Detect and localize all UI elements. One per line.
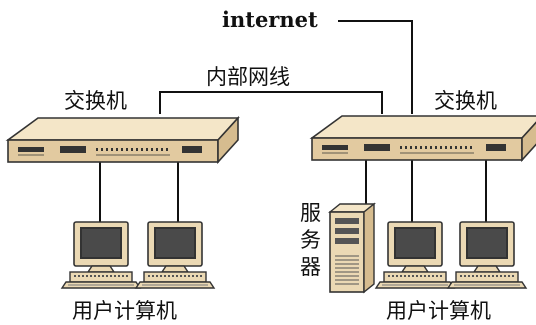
computer-left-2-icon [135,221,215,289]
switch-right-label: 交换机 [434,89,497,113]
internet-line [338,20,413,114]
computer-right-1-icon [375,221,455,289]
server-tower-icon [329,203,375,293]
users-left-label: 用户计算机 [72,299,177,323]
internal-network-line [159,91,383,114]
internet-label: internet [222,7,318,32]
server-label-line: 器 [300,255,321,279]
users-right-label: 用户计算机 [386,299,491,323]
switch-left-label: 交换机 [64,89,127,113]
computer-right-2-icon [447,221,527,289]
server-label-line: 务 [300,228,321,252]
switch-right-icon [311,115,536,161]
server-label: 服 务 器 [300,201,328,279]
server-label-line: 服 [300,201,321,225]
switch-left-icon [7,117,239,163]
connection-lines [99,20,487,222]
internal-network-label: 内部网线 [206,65,290,89]
computer-left-1-icon [61,221,141,289]
